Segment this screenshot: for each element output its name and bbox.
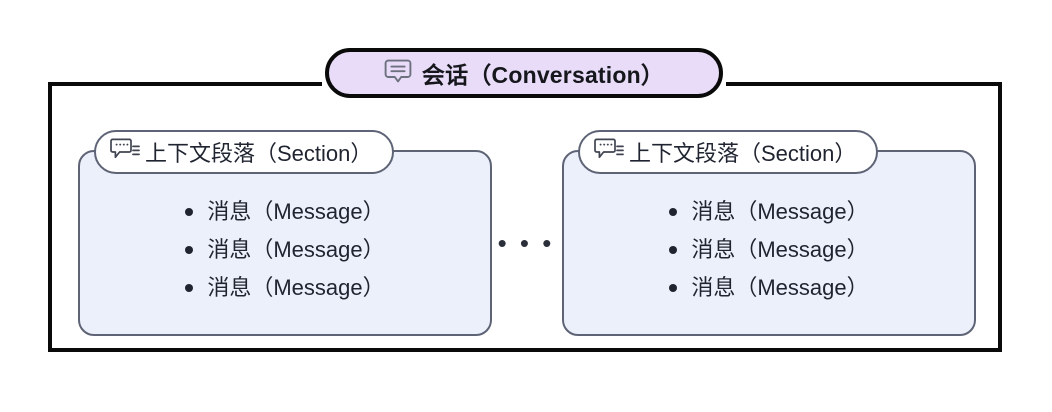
conversation-title-pill: 会话（Conversation） — [325, 48, 723, 98]
bullet-icon — [669, 208, 678, 216]
section-header-label: 上下文段落（Section） — [629, 141, 857, 166]
speech-bubble-lines-icon — [384, 57, 412, 90]
message-label: 消息（Message） — [691, 275, 869, 300]
bullet-icon — [669, 284, 678, 292]
message-label: 消息（Message） — [207, 275, 385, 300]
section-box: 上下文段落（Section） 消息（Message） 消息（Message） 消… — [562, 130, 976, 336]
list-item: 消息（Message） — [669, 234, 869, 266]
message-label: 消息（Message） — [207, 199, 385, 224]
list-item: 消息（Message） — [185, 272, 385, 304]
speech-bubble-dots-list-icon — [594, 136, 624, 169]
bullet-icon — [669, 246, 678, 254]
section-box: 上下文段落（Section） 消息（Message） 消息（Message） 消… — [78, 130, 492, 336]
bullet-icon — [185, 246, 194, 254]
section-header-pill: 上下文段落（Section） — [94, 130, 395, 174]
section-header-label: 上下文段落（Section） — [145, 141, 373, 166]
bullet-icon — [185, 208, 194, 216]
message-list: 消息（Message） 消息（Message） 消息（Message） — [80, 196, 490, 304]
list-item: 消息（Message） — [185, 234, 385, 266]
message-label: 消息（Message） — [207, 237, 385, 262]
conversation-title-label: 会话（Conversation） — [421, 62, 665, 88]
bullet-icon — [185, 284, 194, 292]
list-item: 消息（Message） — [185, 196, 385, 228]
message-label: 消息（Message） — [691, 237, 869, 262]
list-item: 消息（Message） — [669, 272, 869, 304]
section-header-pill: 上下文段落（Section） — [578, 130, 879, 174]
sections-ellipsis: • • • — [497, 228, 555, 258]
speech-bubble-dots-list-icon — [110, 136, 140, 169]
list-item: 消息（Message） — [669, 196, 869, 228]
message-label: 消息（Message） — [691, 199, 869, 224]
message-list: 消息（Message） 消息（Message） 消息（Message） — [564, 196, 974, 304]
